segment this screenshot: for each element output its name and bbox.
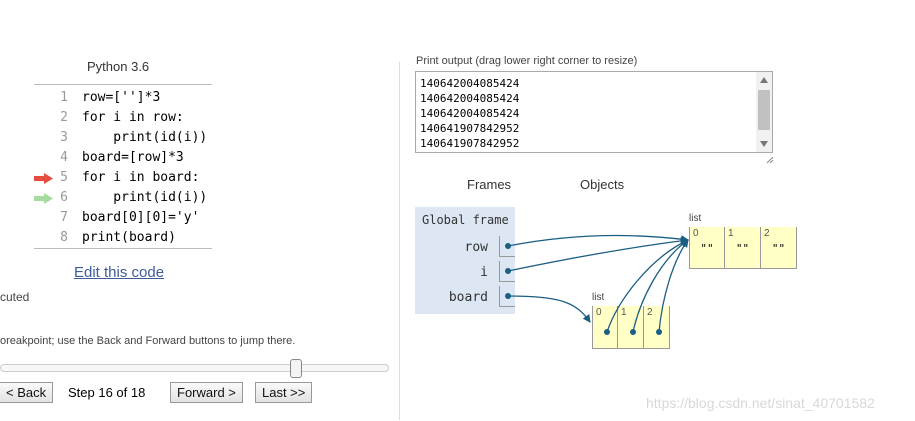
pointer-row-to-list — [507, 234, 689, 247]
list-cell: 0 — [592, 306, 618, 349]
back-button[interactable]: < Back — [0, 382, 54, 403]
code-line: 2 for i in row: — [34, 108, 212, 128]
line-code: row=['']*3 — [82, 90, 161, 105]
list-index: 2 — [647, 307, 653, 318]
forward-button[interactable]: Forward > — [170, 382, 243, 403]
global-frame — [415, 207, 515, 314]
code-line: 7 board[0][0]='y' — [34, 208, 212, 228]
print-output-box[interactable]: 140642004085424 140642004085424 14064200… — [415, 71, 773, 153]
step-slider-track[interactable] — [0, 364, 389, 372]
edit-code-link[interactable]: Edit this code — [74, 264, 165, 281]
line-number: 6 — [60, 190, 68, 205]
output-scrollbar[interactable] — [756, 72, 772, 152]
pointer-dot — [505, 243, 511, 249]
scrollbar-thumb[interactable] — [758, 90, 770, 130]
code-line: 8 print(board) — [34, 228, 212, 248]
output-line: 140642004085424 — [420, 77, 520, 90]
pointer-dot — [656, 329, 662, 335]
output-line: 140641907842952 — [420, 137, 520, 150]
line-code: board=[row]*3 — [82, 150, 184, 165]
list-index: 1 — [728, 228, 734, 239]
line-code: print(id(i)) — [82, 130, 208, 145]
var-i-name: i — [480, 265, 488, 280]
scroll-down-icon[interactable] — [760, 141, 768, 147]
list-cell: 1 "" — [725, 227, 761, 269]
code-line: 3 print(id(i)) — [34, 128, 212, 148]
print-output-label: Print output (drag lower right corner to… — [416, 55, 638, 67]
code-line: 4 board=[row]*3 — [34, 148, 212, 168]
var-board-name: board — [448, 290, 488, 305]
list-value: "" — [700, 242, 714, 255]
list-value: "" — [735, 242, 750, 255]
objects-header: Objects — [580, 177, 625, 192]
list-type-label: list — [689, 213, 702, 224]
pointer-board-to-list — [507, 295, 591, 323]
list-cell: 2 — [644, 306, 670, 349]
output-line: 140641907842952 — [420, 122, 520, 135]
output-line: 140642004085424 — [420, 92, 520, 105]
last-button[interactable]: Last >> — [255, 382, 313, 403]
line-number: 2 — [60, 110, 68, 125]
line-number: 1 — [60, 90, 68, 105]
code-line-current: 5 for i in board: — [34, 168, 212, 188]
pointer-cell0-to-list — [606, 239, 689, 333]
line-number: 8 — [60, 230, 68, 245]
output-line: 140642004085424 — [420, 107, 520, 120]
pointer-dot — [505, 268, 511, 274]
resize-grip-icon[interactable] — [766, 156, 774, 164]
next-line-arrow-icon — [34, 193, 53, 204]
list-value: "" — [771, 242, 786, 255]
code-line: 1 row=['']*3 — [34, 88, 212, 108]
var-board-slot — [499, 286, 515, 307]
list-index: 1 — [621, 307, 627, 318]
pointer-dot — [505, 293, 511, 299]
line-number: 4 — [60, 150, 68, 165]
line-code: print(board) — [82, 230, 176, 245]
list-index: 0 — [596, 307, 602, 318]
code-top-divider — [34, 84, 212, 85]
var-row-slot — [499, 236, 515, 257]
help-text-partial: oreakpoint; use the Back and Forward but… — [0, 335, 296, 347]
step-slider-handle[interactable] — [290, 359, 302, 378]
list-cell: 1 — [618, 306, 644, 349]
pointer-dot — [630, 329, 636, 335]
line-code: board[0][0]='y' — [82, 210, 200, 225]
list-cell: 2 "" — [761, 227, 797, 269]
line-code: for i in row: — [82, 110, 184, 125]
var-i-slot — [499, 261, 515, 282]
pointer-dot — [604, 329, 610, 335]
list-index: 2 — [764, 228, 770, 239]
status-text-partial: cuted — [0, 290, 30, 304]
list-index: 0 — [693, 228, 699, 239]
line-number: 3 — [60, 130, 68, 145]
code-line-next: 6 print(id(i)) — [34, 188, 212, 208]
pointer-cell2-to-list — [658, 239, 689, 333]
panel-divider — [399, 62, 400, 420]
pointer-i-to-list — [507, 236, 689, 272]
step-counter: Step 16 of 18 — [68, 385, 146, 400]
list-cell: 0 "" — [689, 227, 725, 269]
line-number: 5 — [60, 170, 68, 185]
code-bottom-divider — [34, 248, 212, 249]
language-label: Python 3.6 — [87, 59, 150, 74]
line-code: for i in board: — [82, 170, 200, 185]
pointer-cell1-to-list — [632, 239, 689, 333]
frames-header: Frames — [467, 177, 512, 192]
watermark: https://blog.csdn.net/sinat_40701582 — [646, 395, 875, 411]
line-code: print(id(i)) — [82, 190, 208, 205]
line-number: 7 — [60, 210, 68, 225]
current-line-arrow-icon — [34, 173, 53, 184]
scroll-up-icon[interactable] — [760, 77, 768, 83]
global-frame-title: Global frame — [422, 213, 509, 227]
var-row-name: row — [464, 240, 488, 255]
list-type-label: list — [592, 292, 605, 303]
